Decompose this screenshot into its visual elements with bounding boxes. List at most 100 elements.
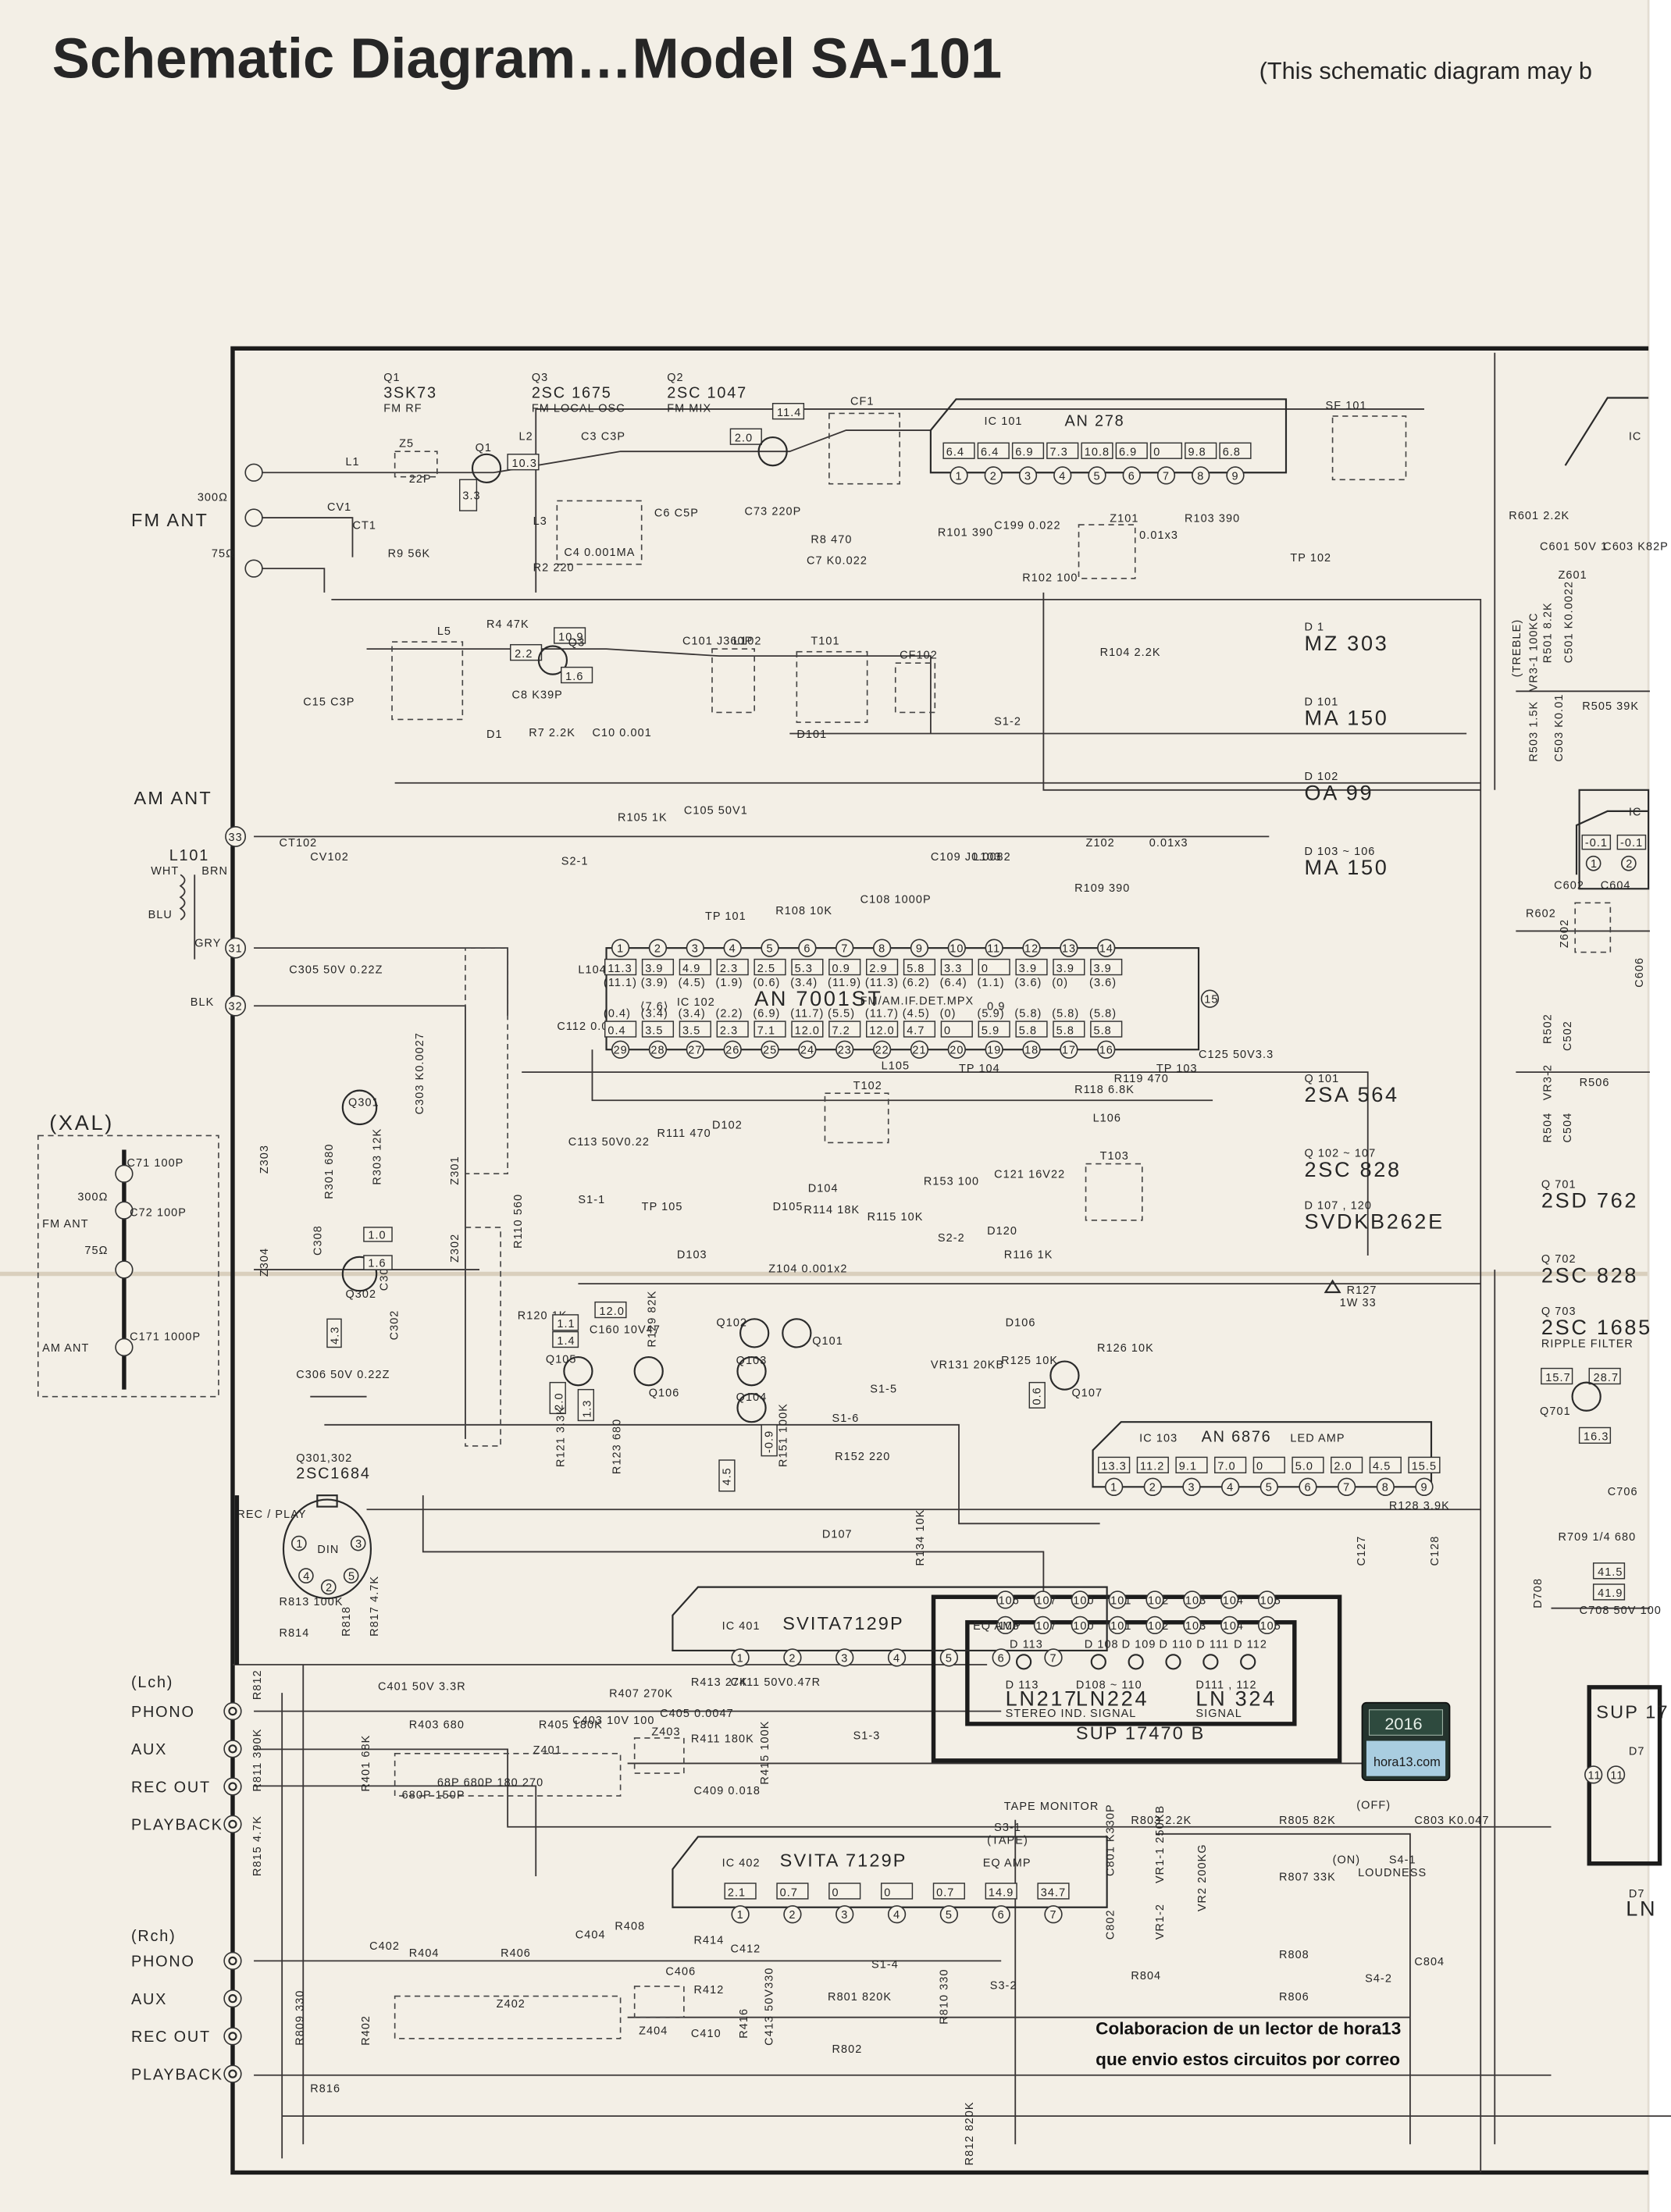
transistor-icon [341, 1089, 378, 1126]
pin-voltage: 34.7 [1041, 1886, 1066, 1899]
label: C6 C5P [654, 507, 699, 519]
label: C160 10V47 [590, 1323, 661, 1336]
pin-number: 6 [998, 1909, 1005, 1922]
label: 0.01x3 [1139, 529, 1178, 542]
label: C503 K0.01 [1553, 694, 1566, 762]
schematic-frame [230, 346, 1649, 2175]
xal-300ohm: 300Ω [77, 1191, 108, 1204]
led-icon [1202, 1654, 1219, 1670]
pin [947, 1040, 966, 1059]
rca-jack-icon [223, 1701, 242, 1721]
jack-label: PHONO [131, 1704, 195, 1721]
voltage-box [1292, 1456, 1324, 1473]
jack-label: AUX [131, 1741, 167, 1758]
label: C409 0.018 [694, 1785, 761, 1797]
pin-voltage-am: (5.8) [1052, 1008, 1079, 1021]
label: Z602 [1559, 919, 1571, 948]
label: D708 [1532, 1578, 1545, 1608]
pin-number: 2 [1149, 1482, 1156, 1494]
label: L5 [437, 625, 451, 638]
label: D107 [822, 1528, 853, 1541]
pin [872, 939, 892, 957]
label: R111 470 [657, 1127, 711, 1140]
pin-voltage: 5.8 [1093, 1024, 1111, 1037]
pin-voltage: 6.9 [1015, 447, 1033, 459]
label: C706 [1608, 1486, 1638, 1498]
label: C15 C3P [303, 696, 355, 708]
label: C73 220P [745, 505, 802, 518]
pin [1033, 1590, 1053, 1609]
rca-jack-icon [223, 2027, 242, 2046]
label: R602 [1526, 907, 1556, 920]
label: Z401 [533, 1744, 562, 1757]
label: R810 330 [939, 1968, 951, 2024]
label: C305 50V 0.22Z [289, 964, 383, 977]
fm-75ohm: 75Ω [212, 548, 235, 561]
tone-control: IC R601 2.2K C601 50V 1 C603 K82P Z601 (… [1509, 397, 1668, 1142]
pin-voltage-am: (0.4) [604, 1008, 631, 1021]
label: T101 [811, 636, 839, 648]
ic401-part: SVITA7129P [782, 1613, 904, 1633]
label: L106 [1093, 1112, 1121, 1124]
credit-line-1: Colaboracion de un lector de hora13 [1096, 2018, 1401, 2038]
pin-voltage: 5.9 [982, 1024, 999, 1037]
voltage-box [679, 958, 711, 976]
pin-number: 8 [878, 943, 885, 956]
pin-voltage: 14.9 [989, 1886, 1014, 1899]
label: TP 103 [1156, 1063, 1198, 1075]
label: R104 2.2K [1100, 647, 1161, 659]
label: R806 [1279, 1991, 1309, 2004]
pin-voltage-am: (11.1) [604, 977, 637, 989]
rca-jack-icon [223, 1740, 242, 1758]
pin-voltage-am: (0) [1052, 977, 1068, 989]
label: LOUDNESS [1358, 1867, 1427, 1879]
label: C403 10V 100 [572, 1715, 654, 1727]
terminal-screw [244, 463, 263, 482]
label: R8 470 [811, 534, 852, 547]
pin-voltage-am: (6.2) [903, 977, 930, 989]
terminal-31: 31 [229, 943, 243, 956]
pin [1088, 466, 1106, 485]
label: C4 0.001MA [564, 547, 635, 559]
ic401-ref: IC 401 [722, 1620, 761, 1633]
label: R407 270K [609, 1688, 673, 1701]
voltage-box [604, 1021, 637, 1038]
pin-voltage: 0.4 [607, 1024, 625, 1037]
label: S2-2 [938, 1232, 965, 1245]
pin [731, 1905, 750, 1924]
label: C406 [665, 1965, 696, 1978]
label: R813 100K [280, 1596, 344, 1608]
pin-number: 1 [1110, 1482, 1117, 1494]
voltage: 4.5 [721, 1467, 733, 1485]
frontend-components: L1 CV1 CT1 Z5 22P Q1 10.3 3.3 L2 C3 C3P … [303, 396, 1407, 741]
xal-title: (XAL) [49, 1110, 114, 1134]
pin [992, 1648, 1010, 1667]
ic101-ref: IC 101 [985, 415, 1023, 428]
voltage: -0.9 [764, 1430, 776, 1453]
label: C8 K39P [512, 689, 563, 701]
pin-voltage: 7.3 [1049, 447, 1067, 459]
voltage-box [978, 1021, 1010, 1038]
lch-label: (Lch) [131, 1674, 173, 1691]
label: R803 2.2K [1131, 1815, 1192, 1827]
label: R129 82K [647, 1291, 659, 1348]
label: (OFF) [1356, 1799, 1391, 1811]
pin-number: 7 [1163, 470, 1170, 483]
label: Q106 [649, 1387, 680, 1400]
pin-number: 6 [998, 1652, 1005, 1665]
label: D7 [1629, 1888, 1645, 1900]
label: S1-6 [832, 1412, 859, 1425]
pin-number: 103 [1185, 1620, 1206, 1633]
watermark-logo: 2016 hora13.com [1361, 1701, 1451, 1782]
pin [939, 1905, 959, 1924]
pin-number: 4 [1227, 1482, 1234, 1494]
pin-voltage-am: (4.5) [903, 1008, 930, 1021]
label: Q3 [568, 636, 585, 649]
pin-voltage: 7.1 [757, 1024, 775, 1037]
pin-number: 2 [789, 1909, 796, 1922]
pin-number: 5 [946, 1652, 953, 1665]
label: C308 [312, 1225, 325, 1256]
